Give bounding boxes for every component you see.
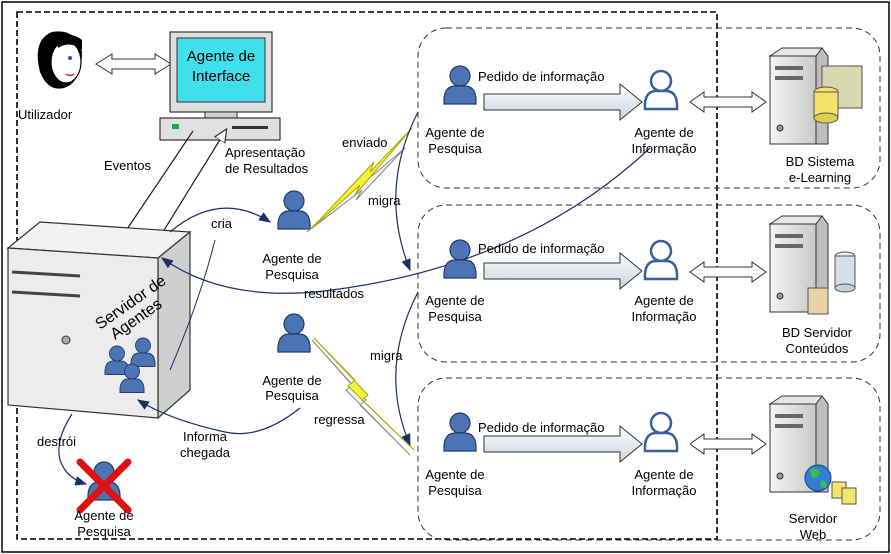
destroyed-agent-label-1: Agente de: [74, 508, 133, 523]
content-db-icon: [807, 251, 856, 315]
info-agent-bottom-icon: [643, 411, 679, 453]
search-agent-returning-icon: [277, 313, 311, 353]
globe-icon: [804, 464, 857, 505]
db-link-bottom: [689, 433, 767, 455]
pedido-label-bottom: Pedido de informação: [478, 420, 604, 435]
user-interface-arrow: [95, 53, 172, 75]
search-agent-top-label-1: Agente de: [425, 125, 484, 140]
agent-server-icon: [6, 221, 192, 420]
search-agent-middle-label-1: Agente de: [425, 293, 484, 308]
search-agent-bottom-icon: [443, 412, 477, 452]
info-agent-bottom-label-1: Agente de: [634, 467, 693, 482]
resultados-arrow: [161, 147, 651, 294]
destroi-label: destrói: [37, 434, 76, 449]
search-agent-returning-label-2: Pesquisa: [265, 388, 319, 403]
migra-arrow-2: [395, 291, 419, 447]
search-agent-created-icon: [277, 190, 311, 230]
info-agent-bottom-label-2: Informação: [631, 483, 696, 498]
eventos-label: Eventos: [104, 158, 151, 173]
info-agent-middle-icon: [643, 239, 679, 281]
group-middle: [417, 204, 881, 363]
utilizador-label: Utilizador: [18, 107, 73, 122]
search-agent-top-icon: [443, 65, 477, 105]
bd-servidor-label-2: Conteúdos: [786, 341, 849, 356]
group-top: [417, 27, 881, 189]
cria-arrow: [169, 207, 272, 233]
user-icon: [37, 31, 82, 89]
search-agent-returning-label-1: Agente de: [262, 373, 321, 388]
apresentacao-label-2: de Resultados: [225, 161, 309, 176]
group-bottom: [417, 377, 881, 541]
migra-arrow-1: [395, 111, 419, 272]
informa-label-1: Informa: [183, 429, 228, 444]
pedido-arrow-middle: [483, 251, 643, 291]
info-agent-top-icon: [643, 69, 679, 111]
eventos-arrow: [117, 130, 194, 244]
agente-interface-title-1: Agente de: [187, 48, 255, 65]
info-agent-middle-label-2: Informação: [631, 309, 696, 324]
servidor-web-label-2: Web: [800, 527, 827, 542]
info-agent-top-label-1: Agente de: [634, 125, 693, 140]
db-link-top: [689, 91, 767, 113]
enviado-label: enviado: [342, 135, 388, 150]
search-agent-created-label-1: Agente de: [262, 251, 321, 266]
search-agent-middle-label-2: Pesquisa: [428, 309, 482, 324]
search-agent-created-label-2: Pesquisa: [265, 267, 319, 282]
destroyed-agent-label-2: Pesquisa: [77, 524, 131, 539]
destroy-cross-icon: [76, 458, 132, 514]
search-agent-top-label-2: Pesquisa: [428, 141, 482, 156]
pedido-arrow-top: [483, 82, 643, 122]
cria-link: [169, 239, 216, 371]
servidor-web-label-1: Servidor: [789, 511, 838, 526]
migra-label-2: migra: [370, 348, 403, 363]
pedido-label-middle: Pedido de informação: [478, 241, 604, 256]
database-cylinder-icon: [813, 65, 863, 124]
bd-servidor-label-1: BD Servidor: [782, 325, 853, 340]
migra-label-1: migra: [368, 193, 401, 208]
informa-chegada-arrow: [136, 399, 301, 435]
computer-icon: [159, 31, 281, 141]
apresentacao-label-1: Apresentação: [225, 145, 305, 160]
bd-sistema-label-1: BD Sistema: [786, 154, 855, 169]
info-agent-middle-label-1: Agente de: [634, 293, 693, 308]
cria-label: cria: [211, 216, 233, 231]
agente-interface-title-2: Interface: [192, 68, 250, 85]
search-agent-middle-icon: [443, 239, 477, 279]
bd-sistema-label-2: e-Learning: [789, 170, 851, 185]
pedido-arrow-bottom: [483, 424, 643, 464]
destroi-arrow: [58, 413, 88, 486]
info-agent-top-label-2: Informação: [631, 141, 696, 156]
enviado-lightning-yellow: [309, 127, 413, 231]
regressa-label: regressa: [314, 412, 365, 427]
pedido-label-top: Pedido de informação: [478, 69, 604, 84]
db-link-middle: [689, 261, 767, 283]
resultados-label: resultados: [304, 286, 364, 301]
search-agent-bottom-label-1: Agente de: [425, 467, 484, 482]
regressa-lightning-yellow: [313, 337, 415, 451]
informa-label-2: chegada: [180, 445, 231, 460]
search-agent-bottom-label-2: Pesquisa: [428, 483, 482, 498]
